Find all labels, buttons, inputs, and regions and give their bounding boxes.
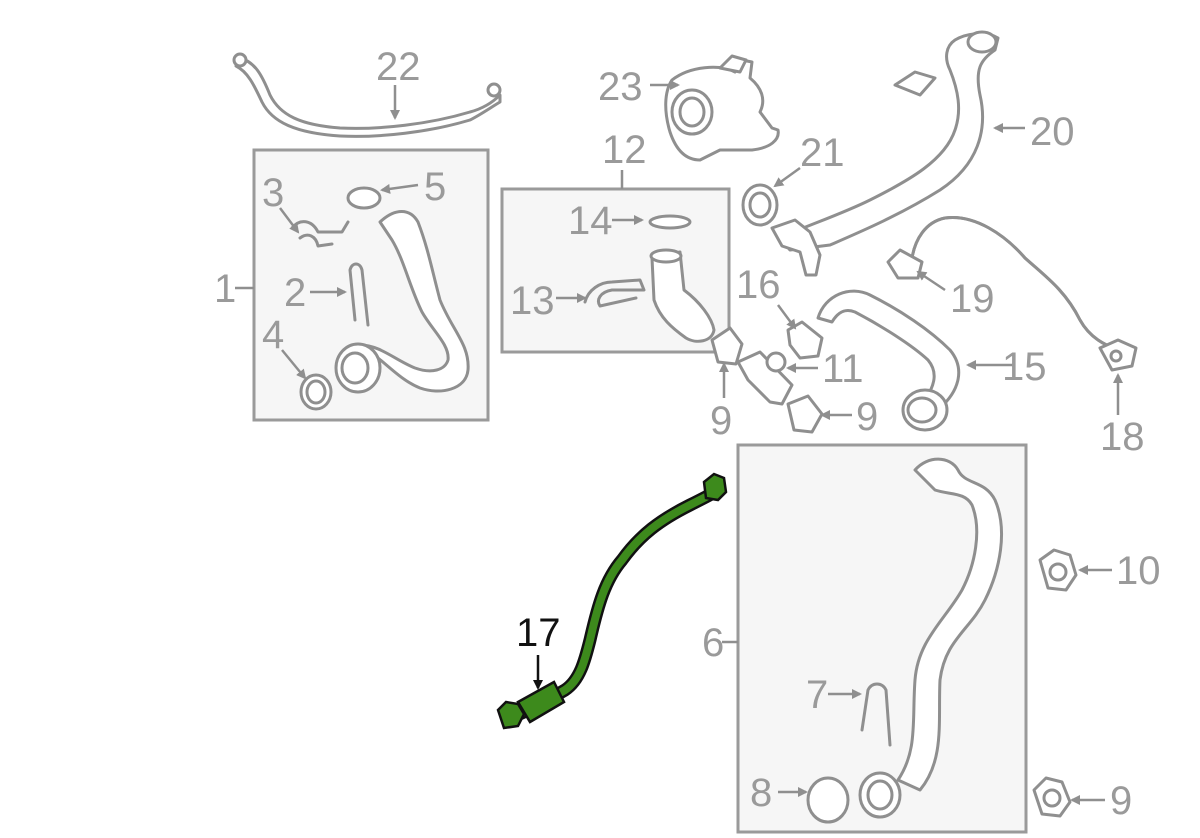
part-10-clamp[interactable]	[1038, 548, 1078, 592]
callout-22: 22	[376, 45, 421, 89]
callout-1: 1	[214, 267, 236, 311]
part-22-tube[interactable]	[232, 52, 502, 138]
part-2-clip[interactable]	[348, 262, 370, 327]
callout-8: 8	[750, 771, 772, 815]
callout-13: 13	[510, 279, 555, 323]
part-7-clip[interactable]	[860, 682, 892, 747]
part-4-oring[interactable]	[299, 373, 333, 411]
part-1-hose[interactable]	[334, 210, 470, 394]
callout-19: 19	[950, 277, 995, 321]
callout-23: 23	[598, 65, 643, 109]
callout-6: 6	[702, 621, 724, 665]
callout-10: 10	[1116, 549, 1161, 593]
part-23-housing[interactable]	[664, 54, 780, 162]
part-5-oring[interactable]	[346, 186, 382, 210]
part-19-18-tube[interactable]	[886, 216, 1138, 372]
callout-4: 4	[262, 313, 284, 357]
part-14-oring[interactable]	[648, 214, 692, 230]
callout-7: 7	[806, 673, 828, 717]
callout-16: 16	[736, 263, 781, 307]
callout-14: 14	[568, 199, 613, 243]
callout-9-a: 9	[710, 399, 732, 443]
callout-9-c: 9	[1110, 779, 1132, 823]
part-8-oring[interactable]	[806, 776, 850, 824]
callout-5: 5	[424, 165, 446, 209]
part-9-clip-b[interactable]	[786, 394, 824, 434]
part-12-elbow[interactable]	[649, 248, 716, 343]
part-21-oring[interactable]	[741, 183, 779, 227]
callout-20: 20	[1030, 110, 1075, 154]
part-9-clip-a[interactable]	[710, 326, 744, 366]
part-11-connector[interactable]	[736, 350, 794, 406]
callout-labels: 22 23 20 21 12 14 13 5 3 2 1 4 16 19 11 …	[214, 45, 1161, 823]
callout-11: 11	[822, 347, 864, 391]
callout-12: 12	[602, 128, 647, 172]
leader-lines	[235, 80, 1123, 805]
part-20-hose[interactable]	[770, 30, 1000, 277]
callout-3: 3	[262, 171, 284, 215]
callout-15: 15	[1002, 345, 1047, 389]
callout-17: 17	[516, 611, 561, 655]
part-6-hose[interactable]	[858, 457, 1004, 819]
callout-9-b: 9	[856, 395, 878, 439]
callout-21: 21	[800, 131, 845, 175]
callout-2: 2	[284, 271, 306, 315]
part-16-clip[interactable]	[786, 320, 824, 360]
part-17-tube-highlighted[interactable]	[496, 472, 728, 730]
callout-18: 18	[1100, 415, 1145, 459]
part-13-clip[interactable]	[583, 278, 646, 308]
part-15-hose[interactable]	[816, 289, 961, 432]
part-9-clamp-c[interactable]	[1032, 776, 1072, 818]
